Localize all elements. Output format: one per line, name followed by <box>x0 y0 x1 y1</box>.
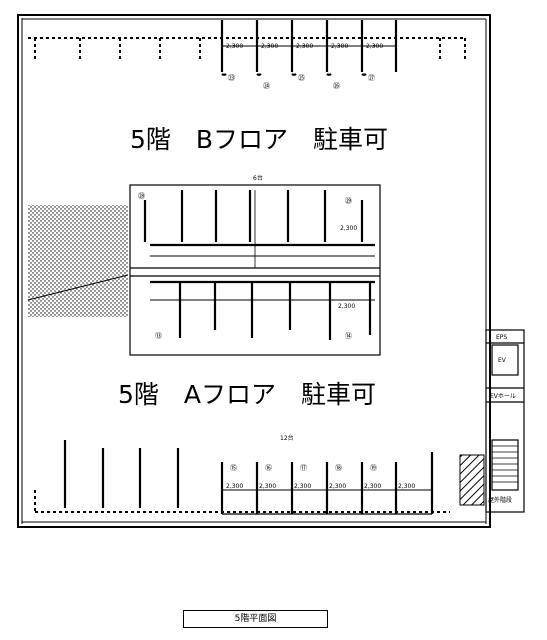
island-upper-numbers: ㉘ ㉙ <box>138 192 352 205</box>
floor-b-count: 6台 <box>253 174 263 182</box>
bottom-dashed <box>34 490 450 513</box>
stripe-block <box>459 454 485 506</box>
island-lower-numbers: ⑬ ⑭ <box>155 332 352 340</box>
dim-label: 2,300 <box>296 43 313 50</box>
ramp-line <box>27 274 129 301</box>
stall-number: ㉕ <box>298 74 305 82</box>
ev-shaft-label: EV <box>498 357 507 364</box>
ev-hall-label: EVホール <box>490 393 516 400</box>
stall-number: ⑰ <box>300 464 307 472</box>
stall-number: ㉓ <box>228 74 235 82</box>
stall-number: ⑭ <box>345 332 352 340</box>
outer-wall <box>17 14 491 528</box>
bottom-dim-labels: 2,300 2,300 2,300 2,300 2,300 2,300 <box>226 483 415 490</box>
dim-label: 2,300 <box>261 43 278 50</box>
stall-number: ⑮ <box>230 464 237 472</box>
central-island <box>129 184 381 356</box>
stair-treads <box>492 445 518 483</box>
stall-number: ㉙ <box>345 197 352 205</box>
top-dashed-markers <box>28 37 466 60</box>
stall-number: ⑬ <box>155 332 162 340</box>
dim-label: 2,300 <box>226 43 243 50</box>
floor-a-label: 5階 Aフロア 駐車可 <box>118 380 376 409</box>
stall-number: ㉘ <box>138 192 145 200</box>
island-upper-stalls <box>143 190 375 257</box>
top-dim-labels: 2,300 2,300 2,300 2,300 2,300 <box>226 43 383 50</box>
floor-b-label: 5階 Bフロア 駐車可 <box>130 125 388 154</box>
ext-stair-label: 屋外階段 <box>488 496 512 504</box>
top-stall-lines <box>220 20 398 76</box>
dim-label: 2,300 <box>398 483 415 490</box>
top-stall-numbers: ㉓ ㉔ ㉕ ㉖ ㉗ <box>228 74 375 90</box>
stall-number: ㉗ <box>368 74 375 82</box>
dim-label: 2,300 <box>259 483 276 490</box>
stall-number: ⑲ <box>370 464 377 472</box>
dim-label: 2,300 <box>329 483 346 490</box>
dim-label: 2,300 <box>364 483 381 490</box>
ramp-area <box>28 205 128 317</box>
service-core <box>485 329 525 513</box>
drawing-caption: 5階平面図 <box>183 610 328 628</box>
island-dim-lower: 2,300 <box>338 303 355 310</box>
stall-number: ⑱ <box>335 464 342 472</box>
bottom-stall-numbers: ⑮ ⑯ ⑰ ⑱ ⑲ <box>230 464 377 472</box>
dim-label: 2,300 <box>294 483 311 490</box>
dim-label: 2,300 <box>366 43 383 50</box>
island-dim-upper: 2,300 <box>340 225 357 232</box>
eps-label: EPS <box>496 334 507 341</box>
dim-label: 2,300 <box>331 43 348 50</box>
bottom-stall-lines <box>63 440 434 515</box>
island-lower-stalls <box>150 280 375 340</box>
stall-number: ⑯ <box>265 464 272 472</box>
stall-number: ㉖ <box>333 82 340 90</box>
stall-number: ㉔ <box>263 82 270 90</box>
dim-label: 2,300 <box>226 483 243 490</box>
floor-a-count: 12台 <box>280 434 294 442</box>
